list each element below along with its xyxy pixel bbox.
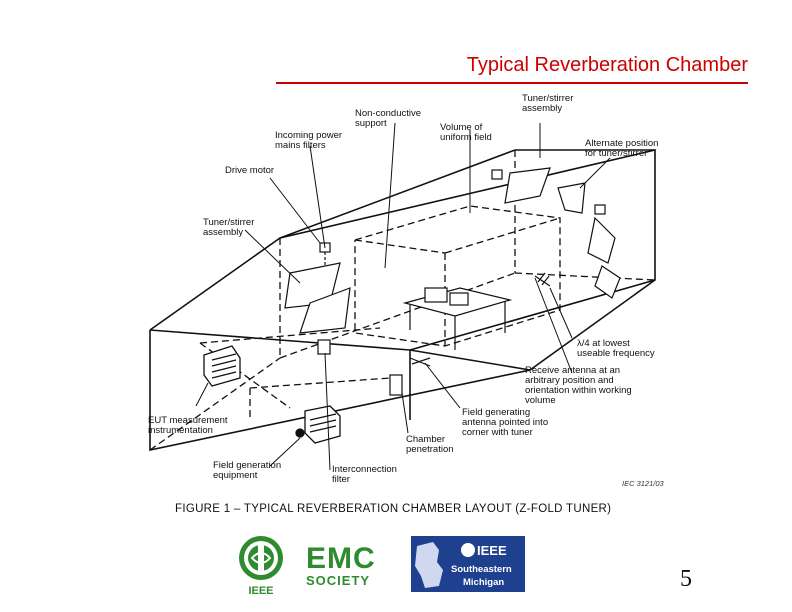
ieee-southeastern-michigan-logo: IEEE Southeastern Michigan [411, 536, 525, 592]
ieee-seal-icon [239, 536, 283, 580]
eut-instrument-box [203, 345, 241, 387]
se-michigan-ieee-text: IEEE [477, 543, 507, 558]
interconnection-filter [317, 339, 431, 396]
test-table [402, 272, 551, 350]
title-underline [276, 82, 748, 84]
page-number: 5 [680, 566, 692, 592]
field-generation-equipment [295, 405, 341, 444]
figure-caption: FIGURE 1 – TYPICAL REVERBERATION CHAMBER… [175, 503, 611, 515]
figure-reference: IEC 3121/03 [622, 479, 665, 488]
tuner-stirrer-left [284, 242, 351, 334]
southeastern-text: Southeastern [451, 564, 512, 575]
michigan-text: Michigan [463, 577, 504, 588]
ieee-logo: IEEE [234, 532, 288, 597]
emc-society-logo: EMC SOCIETY [304, 540, 400, 588]
slide-title: Typical Reverberation Chamber [466, 54, 748, 76]
tuner-stirrer-right [491, 167, 621, 299]
label-drive-motor: Drive motor [225, 165, 274, 176]
michigan-map-icon [415, 542, 443, 588]
ieee-diamond-icon [461, 543, 475, 557]
emc-logo-text: EMC [306, 542, 376, 575]
society-logo-text: SOCIETY [306, 573, 370, 588]
ieee-logo-text: IEEE [248, 585, 273, 597]
leader-lines [195, 122, 611, 471]
